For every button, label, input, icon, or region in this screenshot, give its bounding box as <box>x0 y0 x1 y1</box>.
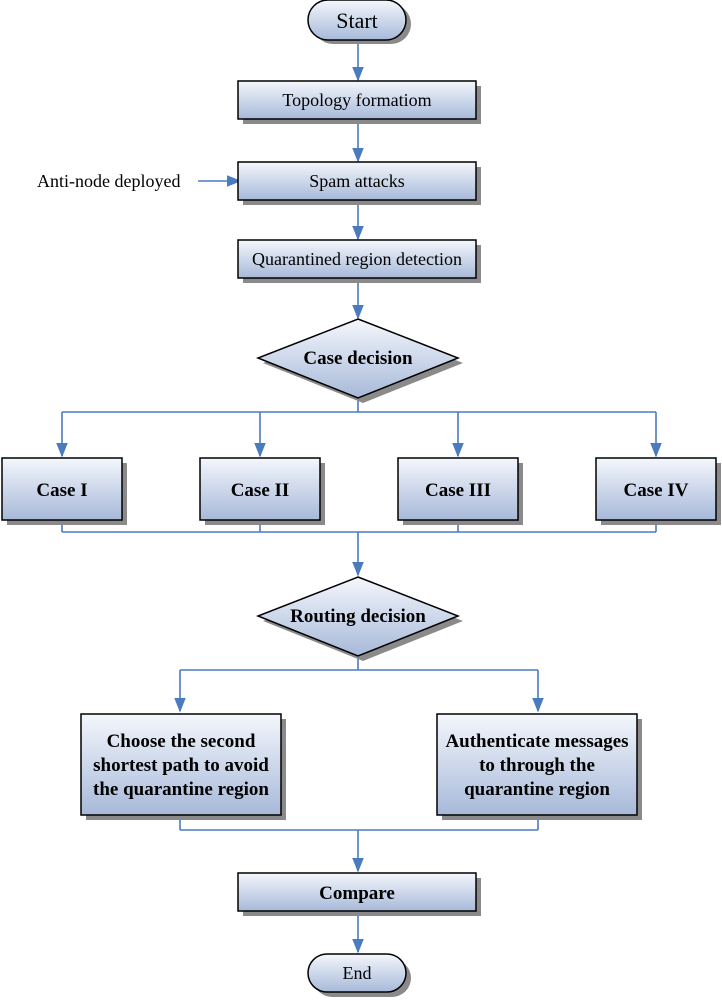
case-label: Case IV <box>624 480 689 501</box>
route-right-line: to through the <box>479 755 595 776</box>
case-label: Case I <box>36 480 87 501</box>
case-decision: Case decision <box>255 318 463 403</box>
detection-label: Quarantined region detection <box>252 249 462 269</box>
route-left-line: Choose the second <box>107 731 256 752</box>
anti-node-label: Anti-node deployed <box>37 171 180 191</box>
topology-label: Topology formatiom <box>282 90 431 110</box>
routing-decision: Routing decision <box>255 576 463 661</box>
compare-step: Compare <box>237 872 481 916</box>
route-second-shortest: Choose the second shortest path to avoid… <box>80 713 286 820</box>
case-box-1: Case I <box>1 457 127 525</box>
end-terminal: End <box>307 953 411 997</box>
start-label: Start <box>336 8 378 33</box>
end-label: End <box>343 963 372 983</box>
case-label: Case III <box>425 480 491 501</box>
case-box-3: Case III <box>397 457 523 525</box>
route-right-line: quarantine region <box>464 779 610 800</box>
detection-step: Quarantined region detection <box>237 239 481 283</box>
case-box-2: Case II <box>199 457 325 525</box>
route-authenticate: Authenticate messages to through the qua… <box>436 713 642 820</box>
topology-step: Topology formatiom <box>237 80 481 124</box>
route-left-line: shortest path to avoid <box>93 755 269 776</box>
route-left-line: the quarantine region <box>93 779 269 800</box>
case-label: Case II <box>231 480 290 501</box>
compare-label: Compare <box>319 883 395 904</box>
route-right-line: Authenticate messages <box>445 731 628 752</box>
case-decision-label: Case decision <box>303 348 413 369</box>
spam-label: Spam attacks <box>309 171 404 191</box>
start-terminal: Start <box>307 0 411 44</box>
case-box-4: Case IV <box>595 457 721 525</box>
spam-step: Spam attacks <box>237 161 481 205</box>
routing-decision-label: Routing decision <box>290 606 426 627</box>
